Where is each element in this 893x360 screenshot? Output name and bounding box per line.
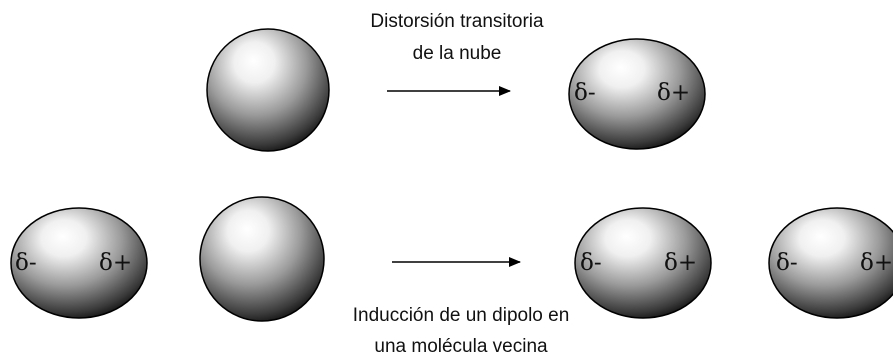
neutral-atom-bottom [199, 196, 325, 322]
delta-minus-induced-2: δ- [776, 250, 798, 276]
bottom-caption-line1: Inducción de un dipolo en [353, 305, 570, 326]
top-caption-line1: Distorsión transitoria [370, 11, 544, 32]
polarized-atom-top [568, 38, 706, 150]
top-caption-line2: de la nube [413, 43, 502, 64]
induced-dipole-atom-2 [768, 207, 893, 319]
induced-dipole-atom-1 [574, 207, 712, 319]
delta-minus-top: δ- [574, 80, 596, 106]
neutral-atom-top [206, 28, 330, 152]
delta-plus-left: δ+ [99, 250, 132, 276]
delta-plus-induced-1: δ+ [664, 250, 697, 276]
delta-minus-left: δ- [15, 250, 37, 276]
polarized-atom-left [10, 207, 148, 319]
delta-minus-induced-1: δ- [580, 250, 602, 276]
delta-plus-top: δ+ [657, 80, 690, 106]
bottom-caption-line2: una molécula vecina [374, 336, 548, 357]
delta-plus-induced-2: δ+ [860, 250, 893, 276]
